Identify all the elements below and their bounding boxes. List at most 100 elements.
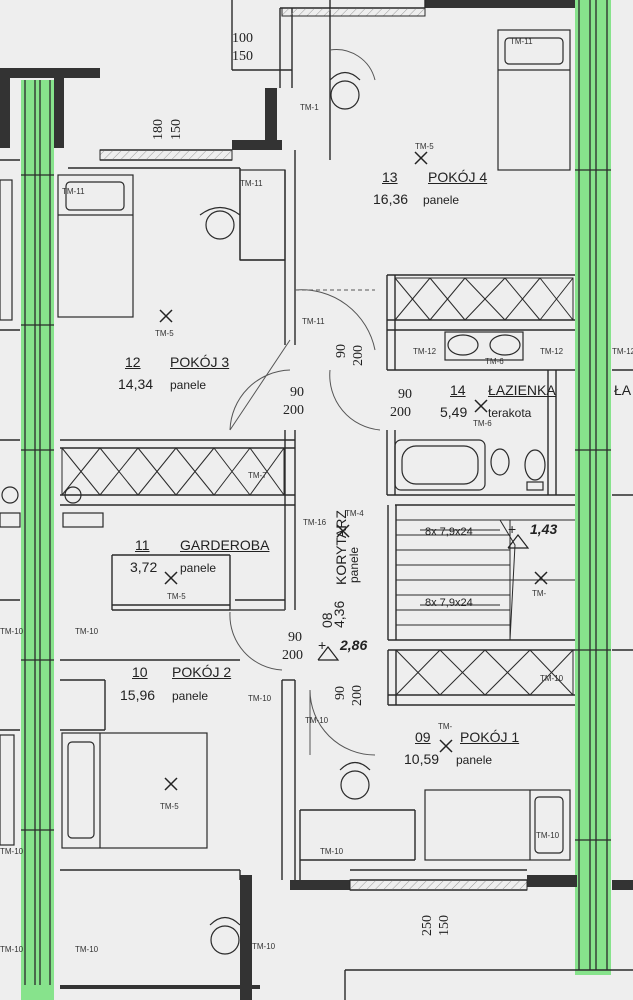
dim-door-lazienka-a: 90: [398, 387, 412, 402]
dim-door-pokoj2-a: 90: [288, 630, 302, 645]
room-name-clipped: ŁA: [614, 382, 632, 398]
dim-door-lazienka-b: 200: [390, 405, 411, 420]
room-name-14: ŁAZIENKA: [488, 382, 556, 398]
tm-tag: TM-10: [305, 716, 329, 725]
room-name-12: POKÓJ 3: [170, 354, 230, 370]
room-number-10: 10: [132, 664, 148, 680]
dim-left-window-a: 180: [151, 119, 166, 140]
tm-tag: TM-6: [473, 419, 492, 428]
tm-tag: TM-11: [240, 179, 263, 188]
room-name-13: POKÓJ 4: [428, 169, 488, 185]
tm-tag: TM-10: [75, 945, 99, 954]
room-area-11: 3,72: [130, 559, 158, 575]
door-swings: [229, 49, 381, 756]
furniture: [0, 29, 571, 955]
tm-tag: TM-5: [415, 142, 434, 151]
room-number-11: 11: [135, 537, 150, 553]
tm-tag: TM-16: [303, 518, 327, 527]
level-lower-sign: +: [318, 637, 327, 653]
toilet: [524, 449, 546, 481]
room-number-13: 13: [382, 169, 398, 185]
dim-door-pokoj3-a: 90: [290, 385, 304, 400]
tm-tag: TM-10: [0, 847, 24, 856]
room-finish-14: terakota: [488, 406, 532, 420]
tm-tag: TM-12: [413, 347, 437, 356]
tm-tag: TM-10: [252, 942, 276, 951]
room-area-14: 5,49: [440, 404, 468, 420]
dim-door-pokoj3-b: 200: [283, 403, 304, 418]
dim-bottom-window-a: 250: [420, 915, 435, 936]
left-column: [21, 80, 54, 1000]
dim-top-window-b: 150: [232, 49, 253, 64]
sink-right: [489, 334, 521, 356]
stairs-upper-label: 8x 7,9x24: [425, 526, 473, 538]
dim-door-corridor-a: 90: [334, 344, 349, 358]
room-area-09: 10,59: [404, 751, 440, 767]
bathtub: [394, 439, 486, 491]
stairs-lower-label: 8x 7,9x24: [425, 597, 473, 609]
tm-tag: TM-10: [540, 674, 564, 683]
dim-top-window-a: 100: [232, 31, 253, 46]
room-name-09: POKÓJ 1: [460, 729, 520, 745]
tm-tag: TM-10: [75, 627, 99, 636]
tm-tag: TM-4: [345, 509, 364, 518]
room-finish-11: panele: [180, 561, 217, 575]
level-markers: [317, 534, 530, 661]
tm-tag: TM-5: [160, 802, 179, 811]
wardrobe-cabinets: [61, 277, 574, 696]
room-finish-08: panele: [347, 546, 361, 583]
room-area-10: 15,96: [120, 687, 156, 703]
green-columns: [21, 0, 611, 1000]
room-area-12: 14,34: [118, 376, 154, 392]
tm-tag: TM-11: [510, 37, 533, 46]
room-finish-12: panele: [170, 378, 207, 392]
level-upper-value: 1,43: [530, 521, 558, 537]
bed-pokoj3: [57, 174, 134, 318]
room-number-14: 14: [450, 382, 466, 398]
room-area-13: 16,36: [373, 191, 409, 207]
tm-tag: TM-10: [536, 831, 560, 840]
tm-tag: TM-10: [248, 694, 272, 703]
dim-left-window-b: 150: [169, 119, 184, 140]
windows: [99, 7, 528, 891]
tm-tag: TM-: [532, 589, 547, 598]
tm-tag: TM-11: [302, 317, 325, 326]
tm-tag: TM-1: [300, 103, 319, 112]
room-area-08: 4,36: [331, 600, 347, 628]
dim-door-pokoj1-b: 200: [350, 685, 365, 706]
bidet: [490, 448, 510, 476]
tm-tag: TM-10: [0, 627, 24, 636]
bed-pokoj2: [61, 732, 208, 849]
tm-tag: TM-10: [0, 945, 24, 954]
tm-tag: TM-11: [62, 187, 85, 196]
dim-bottom-window-b: 150: [437, 915, 452, 936]
tm-tag: TM-12: [540, 347, 564, 356]
tm-tag: TM-5: [155, 329, 174, 338]
tm-tag: TM-10: [320, 847, 344, 856]
room-number-12: 12: [125, 354, 141, 370]
room-finish-09: panele: [456, 753, 493, 767]
room-number-09: 09: [415, 729, 431, 745]
room-name-08: KORYTARZ: [333, 510, 349, 585]
level-lower-value: 2,86: [340, 637, 368, 653]
tm-tag: TM-7: [248, 471, 267, 480]
dim-door-pokoj1-a: 90: [333, 686, 348, 700]
sink-left: [447, 334, 479, 356]
right-column: [575, 0, 611, 975]
bed-pokoj1: [424, 789, 571, 861]
tm-tag: TM-5: [167, 592, 186, 601]
staircase: [396, 519, 575, 641]
room-finish-13: panele: [423, 193, 460, 207]
dim-door-pokoj2-b: 200: [282, 648, 303, 663]
room-finish-10: panele: [172, 689, 209, 703]
level-upper-sign: +: [508, 521, 517, 537]
ceiling-point-marks: [159, 151, 548, 791]
room-name-11: GARDEROBA: [180, 537, 270, 553]
room-name-10: POKÓJ 2: [172, 664, 232, 680]
dim-door-corridor-b: 200: [351, 345, 366, 366]
tm-tag: TM-: [438, 722, 453, 731]
bed-pokoj4: [497, 29, 571, 171]
